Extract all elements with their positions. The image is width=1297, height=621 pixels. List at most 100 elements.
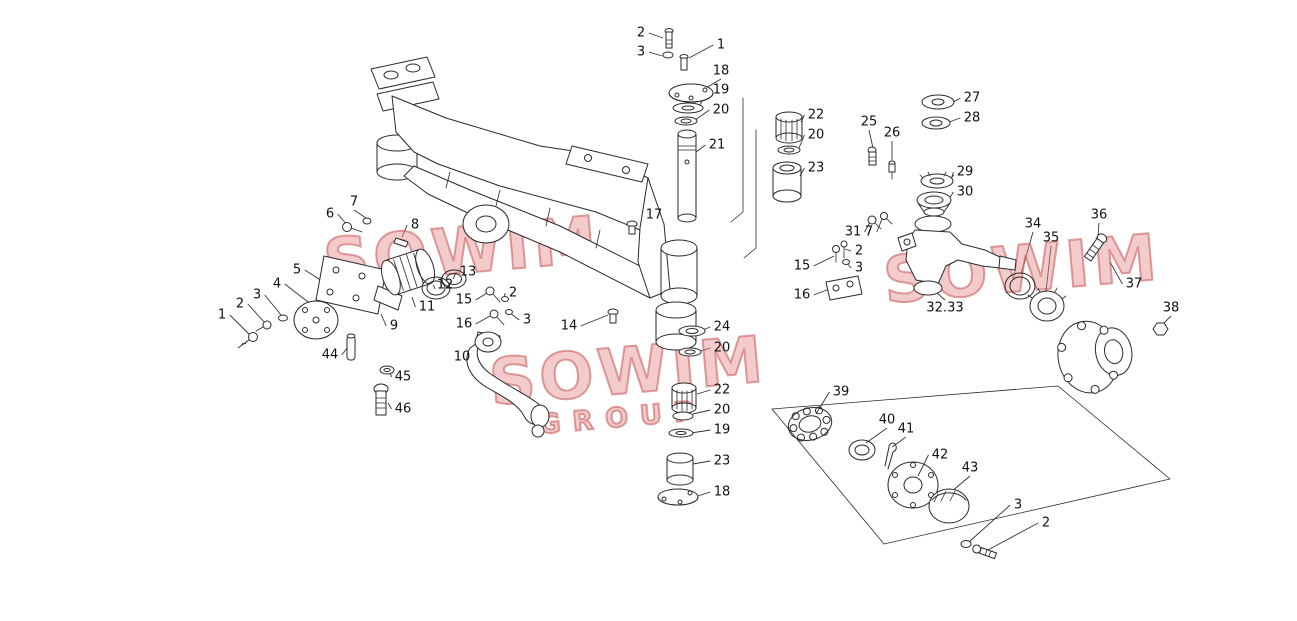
callout-label: 10 xyxy=(453,349,471,365)
callout-label: 24 xyxy=(713,319,731,335)
callout-label: 19 xyxy=(712,82,730,98)
callout-label: 46 xyxy=(394,401,412,417)
callout-label: 13 xyxy=(459,264,477,280)
leader-line xyxy=(648,51,663,57)
leader-line xyxy=(985,522,1039,552)
axle-beam xyxy=(370,56,698,351)
leader-line xyxy=(1045,245,1052,293)
leader-line xyxy=(868,129,874,149)
leader-line xyxy=(1020,231,1034,275)
leader-line xyxy=(264,294,282,316)
callout-label: 5 xyxy=(292,262,302,278)
callout-label: 2 xyxy=(1041,515,1051,531)
leader-line xyxy=(648,32,664,39)
leader-line xyxy=(864,221,871,233)
callout-label: 20 xyxy=(713,402,731,418)
callout-label: 4 xyxy=(272,276,282,292)
callout-label: 32.33 xyxy=(926,300,964,316)
hub-bearing-group xyxy=(787,406,998,560)
leader-line xyxy=(865,427,888,444)
leader-line xyxy=(968,504,1011,543)
callout-label: 23 xyxy=(807,160,825,176)
callout-label: 15 xyxy=(455,292,473,308)
leader-line xyxy=(284,283,313,306)
shim-and-bushing-group xyxy=(380,248,513,326)
callout-label: 21 xyxy=(708,137,726,153)
leader-line xyxy=(580,314,609,327)
callout-label: 38 xyxy=(1162,300,1180,316)
callout-label: 1 xyxy=(716,37,726,53)
callout-label: 7 xyxy=(864,224,874,240)
knuckle-arm xyxy=(466,331,550,438)
callout-label: 15 xyxy=(793,258,811,274)
callout-label: 37 xyxy=(1125,276,1143,292)
callout-label: 44 xyxy=(321,347,339,363)
leader-line xyxy=(247,303,266,324)
callout-label: 2 xyxy=(854,243,864,259)
leader-line xyxy=(1097,222,1100,237)
leader-line xyxy=(948,117,961,123)
leader-line xyxy=(813,255,835,267)
callout-label: 45 xyxy=(394,369,412,385)
lower-bushing-column xyxy=(657,325,706,506)
callout-label: 22 xyxy=(807,107,825,123)
callout-label: 34 xyxy=(1024,216,1042,232)
callout-label: 12 xyxy=(436,277,454,293)
callout-label: 39 xyxy=(832,384,850,400)
callout-label: 3 xyxy=(854,260,864,276)
leader-line xyxy=(387,402,392,410)
leader-line xyxy=(692,409,711,415)
leader-line xyxy=(694,109,710,121)
callout-label: 18 xyxy=(712,63,730,79)
callout-label: 2 xyxy=(508,285,518,301)
callout-label: 3 xyxy=(636,44,646,60)
tie-rod-arm-group xyxy=(237,217,409,416)
callout-label: 26 xyxy=(883,125,901,141)
callout-label: 3 xyxy=(1013,497,1023,513)
leader-line xyxy=(432,284,436,290)
leader-line xyxy=(696,389,711,395)
callout-label: 27 xyxy=(963,90,981,106)
leader-line xyxy=(695,144,706,153)
callout-label: 25 xyxy=(860,114,878,130)
callout-label: 19 xyxy=(713,422,731,438)
callout-label: 30 xyxy=(956,184,974,200)
steering-knuckle-assembly xyxy=(825,94,1169,394)
callout-label: 3 xyxy=(252,287,262,303)
callout-label: 42 xyxy=(931,447,949,463)
callout-label: 20 xyxy=(807,127,825,143)
leader-line xyxy=(475,292,488,301)
leader-line xyxy=(353,209,367,219)
leader-line xyxy=(844,248,852,252)
callout-label: 6 xyxy=(325,206,335,222)
leader-line xyxy=(1109,261,1123,285)
callout-label: 18 xyxy=(713,484,731,500)
callout-label: 17 xyxy=(645,207,663,223)
callout-label: 2 xyxy=(235,296,245,312)
leader-line xyxy=(380,313,387,327)
leader-line xyxy=(798,134,805,149)
callout-label: 11 xyxy=(418,299,436,315)
leader-line xyxy=(815,391,830,415)
callout-label: 22 xyxy=(713,382,731,398)
callout-label: 14 xyxy=(560,318,578,334)
callout-label: 7 xyxy=(349,194,359,210)
callout-label: 2 xyxy=(636,25,646,41)
leader-line xyxy=(891,436,907,448)
reference-lines xyxy=(730,97,1171,545)
upper-bushing-set xyxy=(772,111,803,203)
callout-label: 28 xyxy=(963,110,981,126)
leader-line xyxy=(229,314,252,337)
callout-label: 1 xyxy=(217,307,227,323)
callout-label: 41 xyxy=(897,421,915,437)
callout-label: 23 xyxy=(713,453,731,469)
leader-line xyxy=(876,218,883,233)
callout-label: 16 xyxy=(455,316,473,332)
callout-label: 3 xyxy=(522,312,532,328)
callout-label: 29 xyxy=(956,164,974,180)
leader-line xyxy=(411,296,416,308)
